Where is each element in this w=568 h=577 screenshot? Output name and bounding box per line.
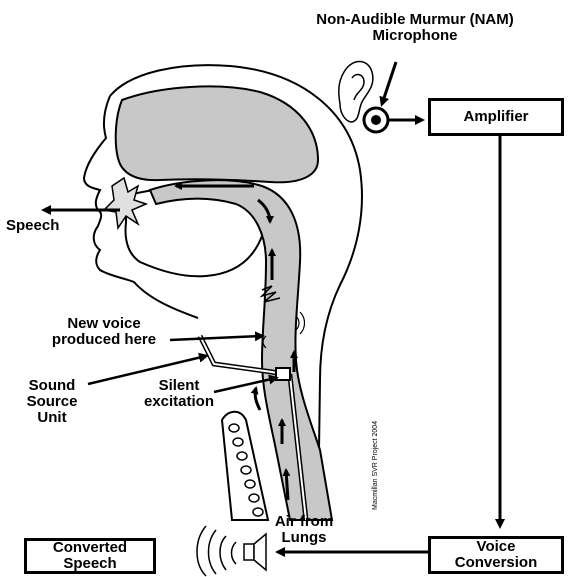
sound-source-line2: Source [16,394,88,410]
amplifier-label: Amplifier [463,109,528,125]
new-voice-line2: produced here [40,332,168,348]
silent-excitation-label: Silent excitation [136,378,222,410]
nam-label-line2: Microphone [270,28,560,44]
new-voice-line1: New voice [40,316,168,332]
amplifier-box: Amplifier [428,98,564,136]
converted-speech-box: Converted Speech [24,538,156,574]
air-from-lungs-line2: Lungs [256,530,352,546]
credit-text: Macmillan SVR Project 2004 [372,421,379,510]
sound-source-line1: Sound [16,378,88,394]
air-from-lungs-label: Air from Lungs [256,514,352,546]
sound-waves-icon [197,526,236,576]
speech-label: Speech [6,218,59,234]
silent-excitation-line1: Silent [136,378,222,394]
converted-speech-line2: Speech [63,556,116,572]
sound-source-line3: Unit [16,410,88,426]
microphone-icon [364,108,388,132]
air-from-lungs-line1: Air from [256,514,352,530]
new-voice-label: New voice produced here [40,316,168,348]
silent-excitation-line2: excitation [136,394,222,410]
voice-conversion-line1: Voice [477,539,516,555]
nam-microphone-label: Non-Audible Murmur (NAM) Microphone [270,12,560,44]
sound-source-label: Sound Source Unit [16,378,88,426]
nam-label-line1: Non-Audible Murmur (NAM) [270,12,560,28]
nasal-cavity [116,86,318,182]
sound-source-unit [276,368,290,380]
nam-label-arrow [382,62,396,104]
converted-speech-line1: Converted [53,540,127,556]
voice-conversion-line2: Conversion [455,555,538,571]
new-voice-arrow [170,336,262,340]
voice-conversion-box: Voice Conversion [428,536,564,574]
